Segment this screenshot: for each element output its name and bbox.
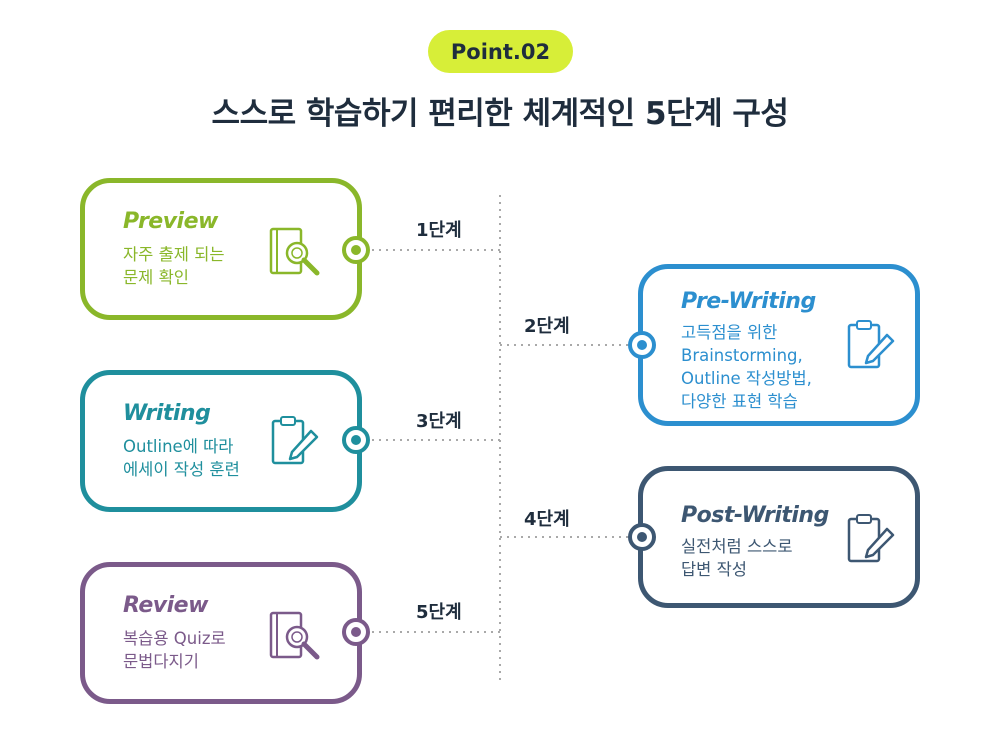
card-writing-title: Writing xyxy=(123,401,211,426)
card-prewriting-title: Pre-Writing xyxy=(681,289,816,314)
node-review xyxy=(342,618,370,646)
card-preview-title: Preview xyxy=(123,209,218,234)
card-review-title: Review xyxy=(123,593,208,618)
clipboard-pen-icon xyxy=(271,416,319,465)
magnifier-document-icon xyxy=(269,611,320,660)
magnifier-document-icon xyxy=(269,227,320,276)
clipboard-pen-icon xyxy=(847,320,895,369)
node-postwriting xyxy=(628,523,656,551)
clipboard-pen-icon xyxy=(847,514,895,563)
step-label-4: 4단계 xyxy=(524,509,570,530)
node-writing xyxy=(342,426,370,454)
card-postwriting-title: Post-Writing xyxy=(681,503,829,528)
node-preview xyxy=(342,236,370,264)
step-label-1: 1단계 xyxy=(416,220,462,241)
step-label-2: 2단계 xyxy=(524,316,570,337)
node-prewriting xyxy=(628,331,656,359)
step-label-3: 3단계 xyxy=(416,411,462,432)
page-title: 스스로 학습하기 편리한 체계적인 5단계 구성 xyxy=(211,96,789,132)
point-badge: Point.02 xyxy=(428,30,573,73)
step-label-5: 5단계 xyxy=(416,602,462,623)
